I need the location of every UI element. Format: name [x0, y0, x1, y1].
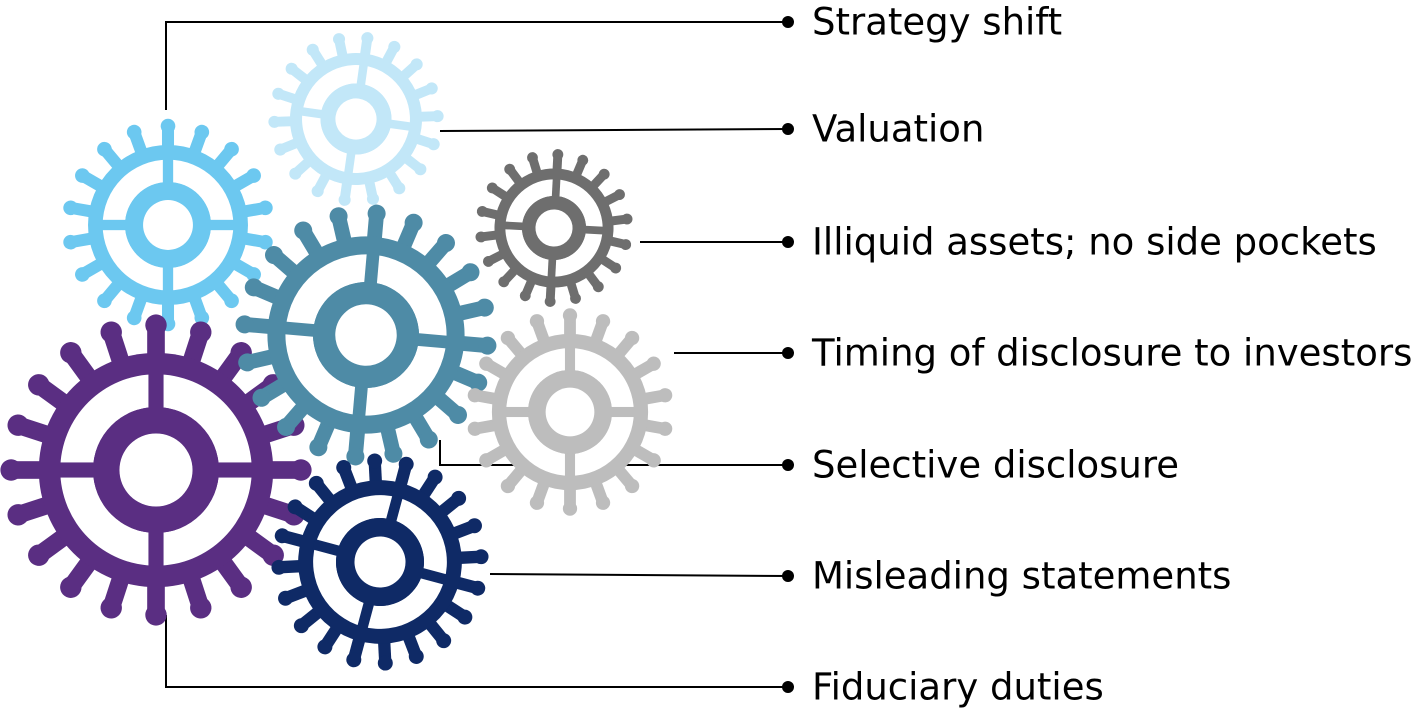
- bullet-dot: [782, 347, 794, 359]
- gear-tooth: [271, 559, 303, 575]
- teal-gear: [235, 204, 497, 466]
- gear-tooth: [235, 315, 274, 335]
- item-label: Selective disclosure: [812, 444, 1179, 487]
- item-label: Valuation: [812, 108, 984, 151]
- bullet-dot: [782, 459, 794, 471]
- gear-tooth: [377, 639, 393, 671]
- bullet-dot: [782, 681, 794, 693]
- gear-tooth: [366, 204, 386, 243]
- gear-tooth: [241, 232, 273, 250]
- purple-gear: [0, 314, 312, 626]
- leader-line: [165, 615, 788, 688]
- gear-tooth: [544, 284, 556, 307]
- gear-tooth: [145, 314, 167, 360]
- gear-tooth: [475, 230, 499, 243]
- gear-tooth: [268, 115, 294, 128]
- gear-tooth: [63, 232, 95, 250]
- gear-tooth: [552, 149, 564, 172]
- light-gray-gear: [467, 308, 673, 516]
- bullet-dot: [782, 16, 794, 28]
- leader-lines: [165, 16, 794, 693]
- gear-tooth: [609, 213, 633, 226]
- navy-gear: [271, 453, 489, 671]
- gear-tooth: [367, 453, 383, 485]
- gear-tooth: [359, 32, 374, 58]
- gear-tooth: [145, 580, 167, 626]
- leader-line: [489, 573, 789, 577]
- leader-line: [165, 21, 788, 110]
- gear-tooth: [641, 419, 673, 436]
- gear-tooth: [457, 549, 489, 565]
- gear-tooth: [458, 335, 497, 355]
- item-label: Fiduciary duties: [812, 666, 1104, 709]
- leader-line: [439, 440, 788, 466]
- bullet-dot: [782, 570, 794, 582]
- leader-line: [439, 128, 789, 132]
- gear-tooth: [467, 388, 499, 405]
- gear-tooth: [160, 118, 176, 150]
- item-label: Timing of disclosure to investors: [811, 332, 1412, 375]
- gear-tooth: [63, 200, 95, 218]
- gear-tooth: [562, 485, 578, 516]
- gear-tooth: [346, 427, 366, 466]
- gears-group: [0, 32, 673, 671]
- item-label: Strategy shift: [812, 1, 1062, 44]
- bullet-dot: [782, 236, 794, 248]
- pale-blue-gear: [268, 32, 444, 206]
- gear-tooth: [266, 459, 312, 481]
- item-label: Illiquid assets; no side pockets: [812, 221, 1377, 264]
- gear-tooth: [641, 388, 673, 405]
- gear-tooth: [0, 459, 46, 481]
- bullet-dot: [782, 123, 794, 135]
- dark-gray-gear: [475, 149, 633, 307]
- gear-tooth: [418, 110, 444, 123]
- light-blue-gear: [63, 118, 273, 332]
- gear-tooth: [241, 200, 273, 218]
- item-label: Misleading statements: [812, 555, 1231, 598]
- gear-tooth: [338, 180, 353, 206]
- gear-tooth: [467, 419, 499, 436]
- gear-tooth: [562, 308, 578, 339]
